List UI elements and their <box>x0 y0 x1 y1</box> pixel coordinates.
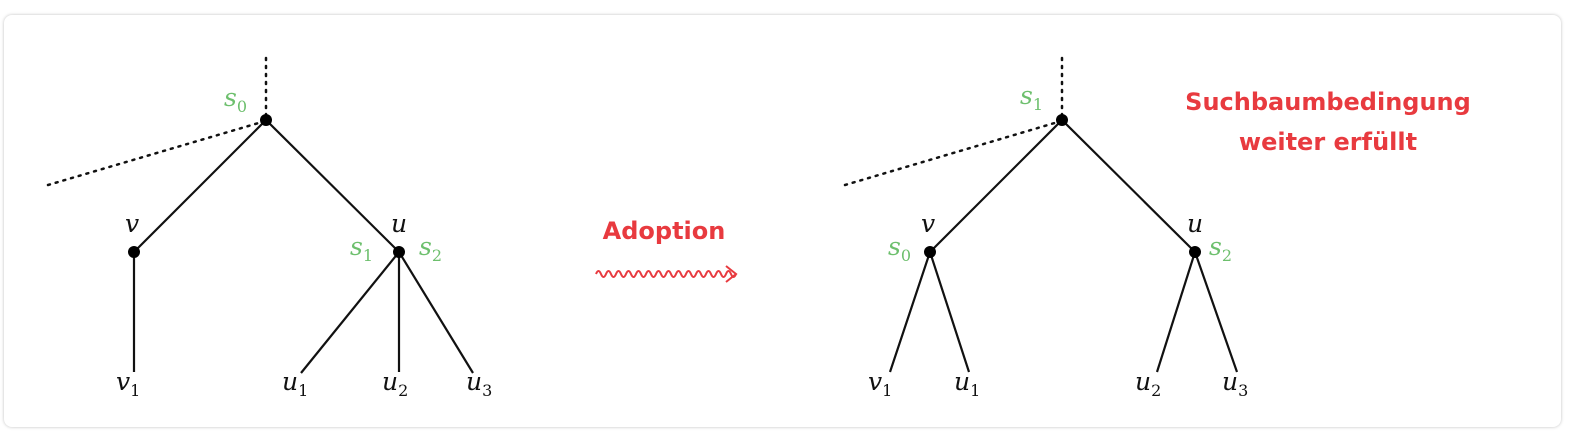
label-root: s0 <box>224 83 247 116</box>
tree-before: s0 v u s1 s2 v1 u1 u2 u3 <box>46 56 492 400</box>
label-u: u <box>391 209 407 238</box>
tree-after: s1 v u s0 s2 v1 u1 u2 u3 Suchbaumbedingu… <box>843 56 1471 400</box>
edge-u-u2 <box>1155 251 1197 373</box>
transition: Adoption <box>595 217 738 283</box>
edge-u-u3 <box>1193 251 1239 373</box>
edge-v-u1 <box>928 251 971 373</box>
label-s0: s0 <box>888 232 911 265</box>
root-node <box>260 114 272 126</box>
dotted-sibling-edge <box>46 120 264 187</box>
adoption-label: Adoption <box>603 217 726 245</box>
edge-v-v1 <box>888 251 932 373</box>
root-node <box>1056 114 1068 126</box>
label-s2: s2 <box>1209 232 1232 265</box>
label-v: v <box>125 209 139 238</box>
node-v <box>924 246 936 258</box>
label-u: u <box>1187 209 1203 238</box>
leaf-u3: u3 <box>1222 367 1248 400</box>
note-line-1: Suchbaumbedingung <box>1185 88 1471 116</box>
edge-root-u <box>265 119 400 253</box>
node-u <box>393 246 405 258</box>
leaf-u3: u3 <box>466 367 492 400</box>
dotted-sibling-edge <box>843 120 1060 187</box>
label-root: s1 <box>1020 81 1043 114</box>
edge-root-v <box>133 119 267 253</box>
node-v <box>128 246 140 258</box>
leaf-v1: v1 <box>116 367 140 400</box>
squiggly-arrow-icon <box>595 270 737 278</box>
leaf-u2: u2 <box>1135 367 1161 400</box>
note-line-2: weiter erfüllt <box>1239 128 1417 156</box>
edge-root-v <box>929 119 1063 253</box>
edge-u-u3 <box>398 251 474 374</box>
label-s1: s1 <box>350 232 373 265</box>
diagram-card <box>4 15 1561 427</box>
node-u <box>1189 246 1201 258</box>
leaf-u1: u1 <box>954 367 980 400</box>
leaf-u2: u2 <box>382 367 408 400</box>
edge-root-u <box>1061 119 1196 253</box>
edge-u-u1 <box>300 251 400 374</box>
leaf-v1: v1 <box>868 367 892 400</box>
label-s2: s2 <box>419 232 442 265</box>
label-v: v <box>921 209 935 238</box>
arrow-head-icon <box>725 265 738 283</box>
leaf-u1: u1 <box>282 367 308 400</box>
